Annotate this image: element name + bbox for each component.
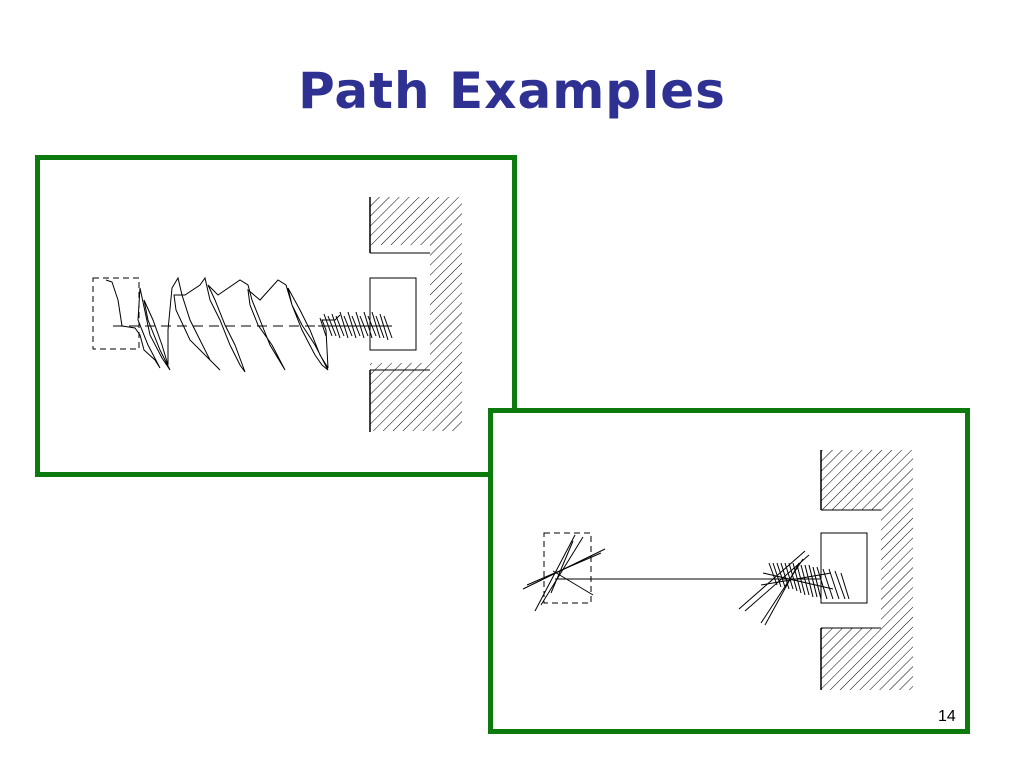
straight-path-diagram [522, 450, 913, 690]
goal-box [369, 277, 417, 351]
fine-oscillation [318, 311, 393, 341]
slide-title: Path Examples [298, 62, 726, 120]
start-box-dashed [543, 532, 592, 604]
hatched-wall [369, 197, 462, 432]
goal-oscillation [738, 550, 850, 626]
figure-panel-oscillating-path [35, 155, 517, 477]
start-box-dashed [92, 277, 140, 350]
oscillating-path-diagram [92, 197, 462, 432]
oscillating-path [105, 276, 341, 373]
goal-box [820, 532, 868, 604]
figure-panel-straight-path [488, 408, 970, 734]
hatched-wall [820, 450, 913, 690]
start-oscillation [522, 534, 606, 612]
page-number: 14 [938, 708, 956, 725]
